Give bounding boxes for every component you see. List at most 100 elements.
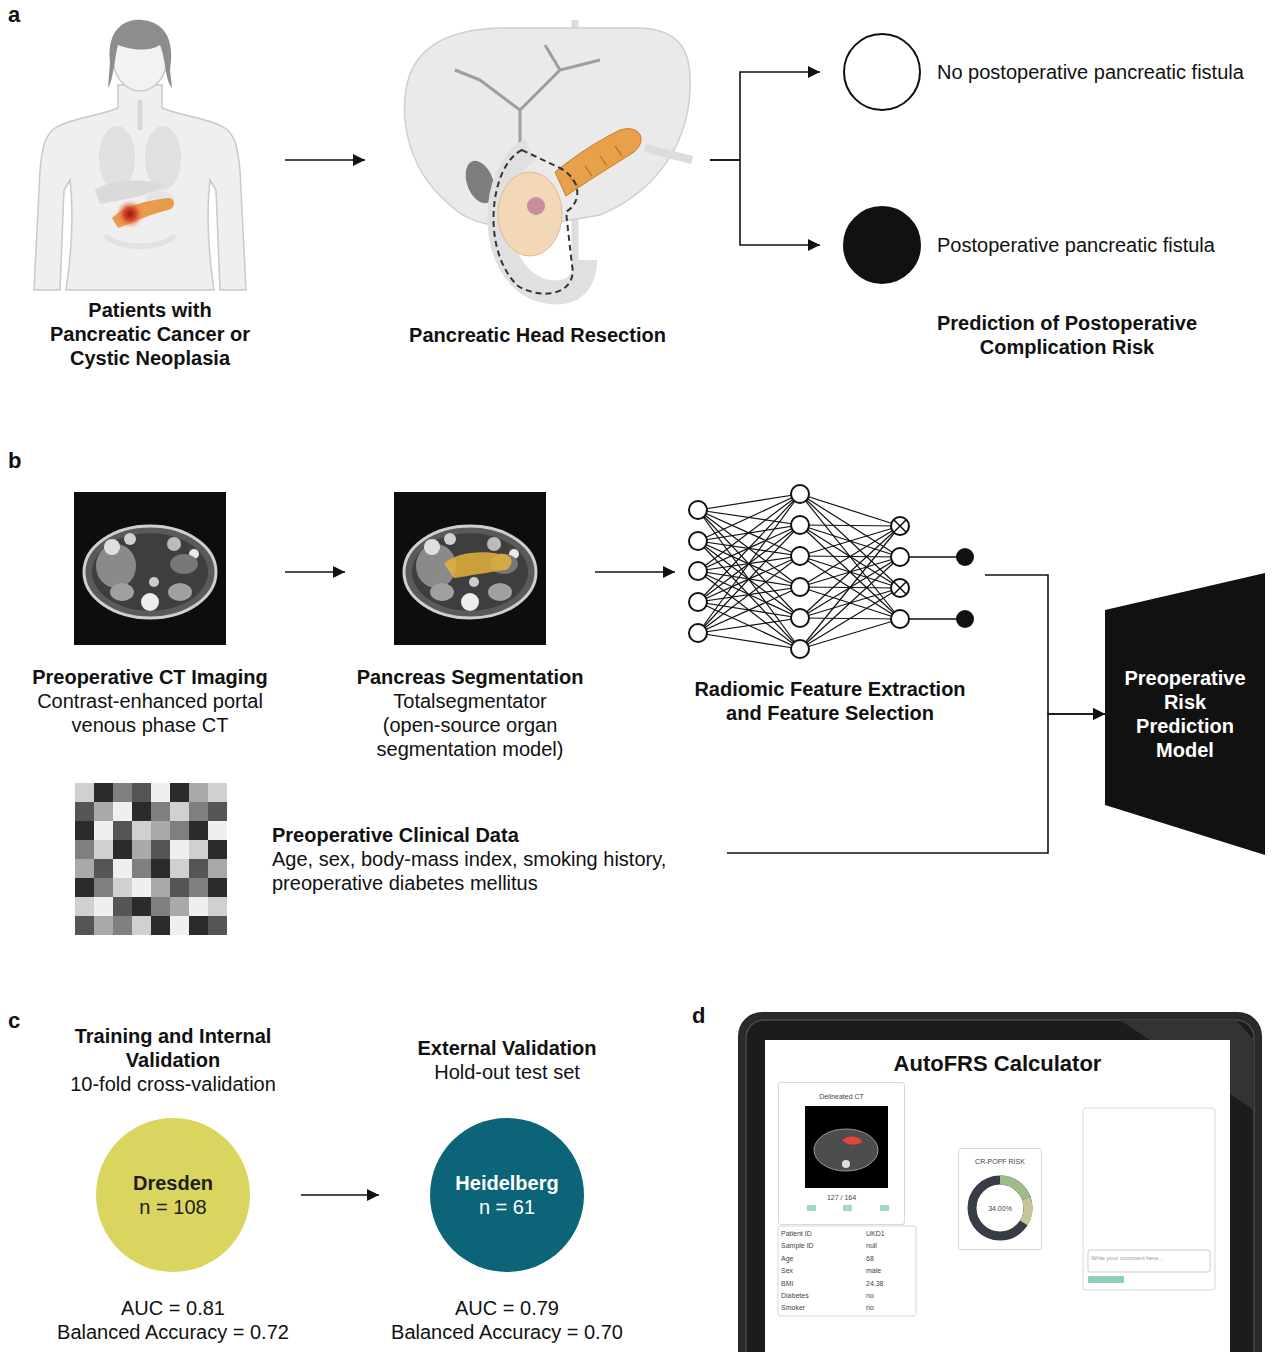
tablet-illustration	[880, 1205, 889, 1211]
node-heading: Radiomic Feature Extraction and Feature …	[685, 677, 975, 725]
cohort-circle-shape	[430, 1118, 584, 1272]
placeholder-text: Write your comment here...	[1091, 1254, 1163, 1262]
neural-network-icon	[891, 548, 909, 566]
clinical-data-grid	[189, 840, 208, 859]
neural-network-icon	[956, 548, 974, 566]
clinical-data-grid	[151, 878, 170, 897]
tablet-illustration	[814, 1129, 878, 1171]
outcome-circle-shape	[844, 34, 920, 110]
neural-network-icon	[689, 562, 707, 580]
clinical-data-grid	[75, 897, 94, 916]
clinical-data-grid	[170, 897, 189, 916]
table-cell: Patient ID	[781, 1229, 812, 1238]
node-heading: Patients with Pancreatic Cancer or Cysti…	[38, 298, 263, 370]
clinical-data-grid	[170, 878, 189, 897]
layout-box: Dresdenn = 108	[96, 1118, 250, 1272]
neural-network-icon	[791, 640, 809, 658]
cohort-size: n = 108	[96, 1195, 250, 1219]
clinical-data-grid	[151, 859, 170, 878]
tablet-illustration	[807, 1205, 816, 1211]
tablet-illustration	[1088, 1276, 1124, 1283]
layout-box	[345, 492, 595, 665]
table-cell: BMI	[781, 1279, 793, 1288]
arrow-connector	[710, 160, 820, 245]
clinical-data-grid	[151, 897, 170, 916]
neural-network-icon	[698, 587, 800, 633]
metric-text: Balanced Accuracy = 0.70	[379, 1320, 635, 1344]
clinical-data-grid	[151, 783, 170, 802]
clinical-data-grid	[208, 783, 227, 802]
clinical-data-grid	[170, 916, 189, 935]
patient-illustration	[112, 198, 174, 228]
metric-text: AUC = 0.81	[45, 1296, 301, 1320]
tablet-illustration	[842, 1160, 850, 1168]
panel-letter: d	[692, 1003, 705, 1029]
table-cell: Sex	[781, 1266, 793, 1275]
clinical-data-grid	[113, 783, 132, 802]
table-cell: 24.38	[866, 1279, 884, 1288]
clinical-data-grid	[189, 859, 208, 878]
neural-network-icon	[689, 532, 707, 550]
clinical-data-grid	[132, 859, 151, 878]
neural-network-icon	[698, 494, 800, 633]
table-cell: null	[866, 1241, 877, 1250]
clinical-data-grid	[208, 821, 227, 840]
table-cell: male	[866, 1266, 881, 1275]
tablet-illustration	[1083, 1108, 1215, 1290]
neural-network-icon	[800, 494, 900, 588]
neural-network-icon	[689, 593, 707, 611]
clinical-data-grid	[208, 802, 227, 821]
clinical-data-grid	[208, 897, 227, 916]
neural-network-icon	[800, 588, 900, 649]
clinical-data-grid	[151, 840, 170, 859]
model-trapezoid: Preoperative Risk Prediction Model	[1105, 573, 1265, 855]
patient-illustration	[116, 200, 144, 228]
clinical-data-grid	[113, 897, 132, 916]
segmentation-node: Pancreas SegmentationTotalsegmentator (o…	[345, 492, 595, 761]
neural-network-icon	[800, 494, 900, 557]
neural-network-icon	[894, 520, 906, 532]
neural-network-icon	[791, 609, 809, 627]
tablet-illustration	[1024, 1198, 1028, 1222]
node-body: Age, sex, body-mass index, smoking histo…	[272, 847, 727, 895]
cohort-circle-shape	[96, 1118, 250, 1272]
patient-group-node: Patients with Pancreatic Cancer or Cysti…	[15, 5, 285, 370]
neural-network-icon	[698, 494, 800, 510]
metric-text: Balanced Accuracy = 0.72	[45, 1320, 301, 1344]
arrow-connector	[285, 571, 345, 573]
cohort-circle: Training and Internal Validation10-fold …	[45, 1024, 301, 1344]
outcome-circle: Postoperative pancreatic fistula	[820, 205, 1215, 285]
neural-network-icon	[891, 517, 909, 535]
layout-box	[15, 5, 285, 298]
cohort-size: n = 61	[430, 1195, 584, 1219]
segmented-ct-image	[394, 492, 546, 645]
layout-box: Training and Internal Validation10-fold …	[45, 1024, 301, 1096]
ct-image	[74, 492, 226, 645]
neural-network-icon	[791, 516, 809, 534]
segmented-ct-image	[394, 492, 546, 645]
neural-network-icon	[791, 485, 809, 503]
table-cell: no	[866, 1291, 874, 1300]
panel-letter: a	[8, 2, 20, 28]
clinical-data-grid	[94, 897, 113, 916]
tablet-illustration	[843, 1205, 852, 1211]
clinical-data-grid	[75, 802, 94, 821]
patient-illustration	[108, 20, 172, 88]
table-cell: Diabetes	[781, 1291, 809, 1300]
clinical-data-grid	[132, 840, 151, 859]
node-heading: Pancreatic Head Resection	[365, 323, 710, 347]
panel-subheading: 10-fold cross-validation	[45, 1072, 301, 1096]
clinical-data-grid	[75, 821, 94, 840]
neural-network-icon	[800, 557, 900, 649]
app-card: CR-POPF RISK34.00%	[958, 1148, 1042, 1250]
patient-illustration	[34, 20, 246, 290]
clinical-data-grid	[189, 783, 208, 802]
clinical-data-grid	[170, 840, 189, 859]
card-text: 127 / 164	[779, 1193, 904, 1202]
neural-network-icon	[800, 525, 900, 526]
tablet-illustration	[738, 1012, 1262, 1352]
neural-network-icon	[698, 618, 800, 633]
clinical-data-grid	[94, 802, 113, 821]
neural-network-icon	[891, 579, 909, 597]
